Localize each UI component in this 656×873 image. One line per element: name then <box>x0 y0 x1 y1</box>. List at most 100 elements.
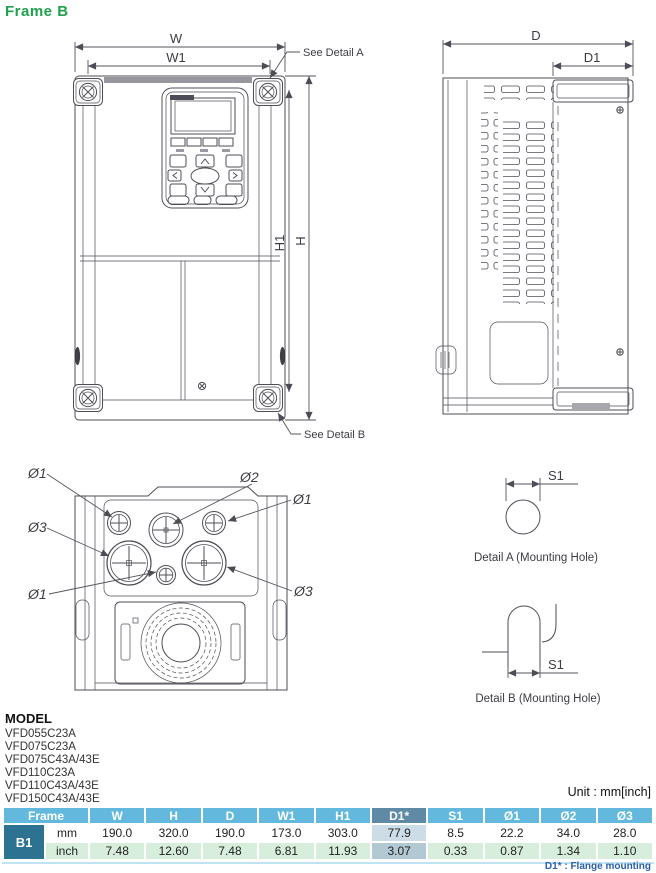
phi3-label-right: Ø3 <box>293 583 313 599</box>
phi1-label-top-left: Ø1 <box>27 465 47 481</box>
drive-side-body <box>442 77 629 415</box>
value-cell: 28.0 <box>597 825 652 841</box>
mounting-plate-top-left <box>73 78 103 106</box>
value-cell: 8.5 <box>428 825 483 841</box>
value-cell: 0.33 <box>428 843 483 859</box>
conduit-hole-phi2 <box>148 512 184 548</box>
down-arrow-key <box>195 183 215 197</box>
bottom-keys <box>167 195 238 205</box>
d1-footnote: D1* : Flange mounting <box>544 861 651 872</box>
vent-slots-top <box>484 85 554 100</box>
model-item: VFD110C23A <box>5 767 76 779</box>
value-cell: 1.10 <box>597 843 652 859</box>
col-header-w1: W1 <box>259 808 314 823</box>
conduit-plate <box>103 499 259 597</box>
col-header-s1: S1 <box>428 808 483 823</box>
conduit-hole-phi3-left <box>106 540 152 586</box>
table-underline <box>2 862 654 864</box>
value-cell: 22.2 <box>484 825 540 841</box>
dim-label-s1-b: S1 <box>548 657 564 672</box>
left-arrow-key <box>167 169 182 182</box>
mounting-plate-top-right <box>253 78 283 106</box>
dimension-table: Frame W H D W1 H1 D1* S1 Ø1 Ø2 Ø3 B1 mm … <box>2 806 654 861</box>
flange-screw-bottom-icon <box>616 348 624 356</box>
unit-cell-mm: mm <box>46 825 88 841</box>
col-header-phi3: Ø3 <box>597 808 652 823</box>
conduit-hole-phi1-left <box>107 511 131 535</box>
mounting-plate-bottom-left <box>73 384 103 412</box>
conduit-hole-phi1-center <box>156 565 176 585</box>
model-item: VFD055C23A <box>5 728 76 740</box>
page-title: Frame B <box>5 3 69 20</box>
dim-label-h: H <box>293 236 308 245</box>
col-header-h: H <box>146 808 201 823</box>
phi1-label-bottom: Ø1 <box>27 586 47 602</box>
top-strip <box>104 77 252 83</box>
value-cell: 7.48 <box>202 843 258 859</box>
phi3-label-left: Ø3 <box>27 519 47 535</box>
dim-label-s1-a: S1 <box>548 468 564 483</box>
col-header-d1: D1* <box>371 808 427 823</box>
callout-see-detail-b: See Detail B <box>304 429 365 441</box>
detail-b-leader <box>277 412 301 435</box>
flange-top <box>552 79 634 103</box>
flange-bottom <box>552 387 634 411</box>
col-header-w: W <box>90 808 145 823</box>
dim-label-w: W <box>170 31 183 46</box>
col-header-frame: Frame <box>4 808 88 823</box>
frame-value-cell: B1 <box>4 825 44 859</box>
unit-label: Unit : mm[inch] <box>567 785 651 799</box>
right-arrow-key <box>228 169 243 182</box>
vent-slots-left <box>481 112 498 270</box>
table-header-row: Frame W H D W1 H1 D1* S1 Ø1 Ø2 Ø3 <box>4 808 652 823</box>
value-cell: 7.48 <box>90 843 145 859</box>
value-cell: 6.81 <box>259 843 314 859</box>
keypad <box>161 87 249 209</box>
case-screw-icon <box>197 381 207 391</box>
mounting-plate-bottom-right <box>253 384 283 412</box>
dim-label-w1: W1 <box>166 50 186 65</box>
conduit-hole-phi1-right <box>202 511 226 535</box>
value-cell: 34.0 <box>541 825 596 841</box>
col-header-h1: H1 <box>315 808 370 823</box>
enter-key <box>190 167 220 185</box>
side-view: D D1 <box>435 28 634 415</box>
drive-bottom-body <box>74 486 288 691</box>
value-cell: 303.0 <box>315 825 370 841</box>
value-cell: 0.87 <box>484 843 540 859</box>
dim-label-d1: D1 <box>584 50 601 65</box>
side-slot-right <box>279 347 286 365</box>
mounting-hole-circle <box>505 499 541 535</box>
dim-label-h1: H1 <box>272 235 287 252</box>
value-cell: 12.60 <box>146 843 201 859</box>
side-slot-left <box>74 347 81 365</box>
value-cell: 190.0 <box>90 825 145 841</box>
model-item: VFD075C23A <box>5 741 76 753</box>
col-header-phi2: Ø2 <box>541 808 596 823</box>
dim-label-d: D <box>531 28 540 43</box>
up-arrow-key <box>195 154 215 168</box>
model-heading: MODEL <box>5 711 52 726</box>
detail-a: S1 Detail A (Mounting Hole) <box>474 468 598 564</box>
vent-slots-main <box>503 118 554 304</box>
detail-a-leader <box>269 51 300 79</box>
col-header-phi1: Ø1 <box>484 808 540 823</box>
detail-b: S1 Detail B (Mounting Hole) <box>475 604 601 705</box>
arrow-key-cluster <box>167 154 243 197</box>
detail-a-caption: Detail A (Mounting Hole) <box>474 552 598 564</box>
value-cell: 190.0 <box>202 825 258 841</box>
callout-see-detail-a: See Detail A <box>303 47 364 59</box>
model-item: VFD075C43A/43E <box>5 754 100 766</box>
keyhole-slot <box>507 605 541 668</box>
side-panel <box>489 321 549 385</box>
value-cell-d1: 3.07 <box>371 843 427 859</box>
phi1-label-top-right: Ø1 <box>292 491 312 507</box>
unit-cell-inch: inch <box>46 843 88 859</box>
cooling-fan <box>114 601 246 685</box>
conduit-hole-phi3-right <box>181 540 227 586</box>
value-cell: 320.0 <box>146 825 201 841</box>
bottom-view: Ø1 Ø2 Ø1 Ø3 Ø1 Ø3 <box>27 465 313 691</box>
value-cell: 1.34 <box>541 843 596 859</box>
function-keys <box>170 137 234 147</box>
model-item: VFD110C43A/43E <box>5 780 99 792</box>
